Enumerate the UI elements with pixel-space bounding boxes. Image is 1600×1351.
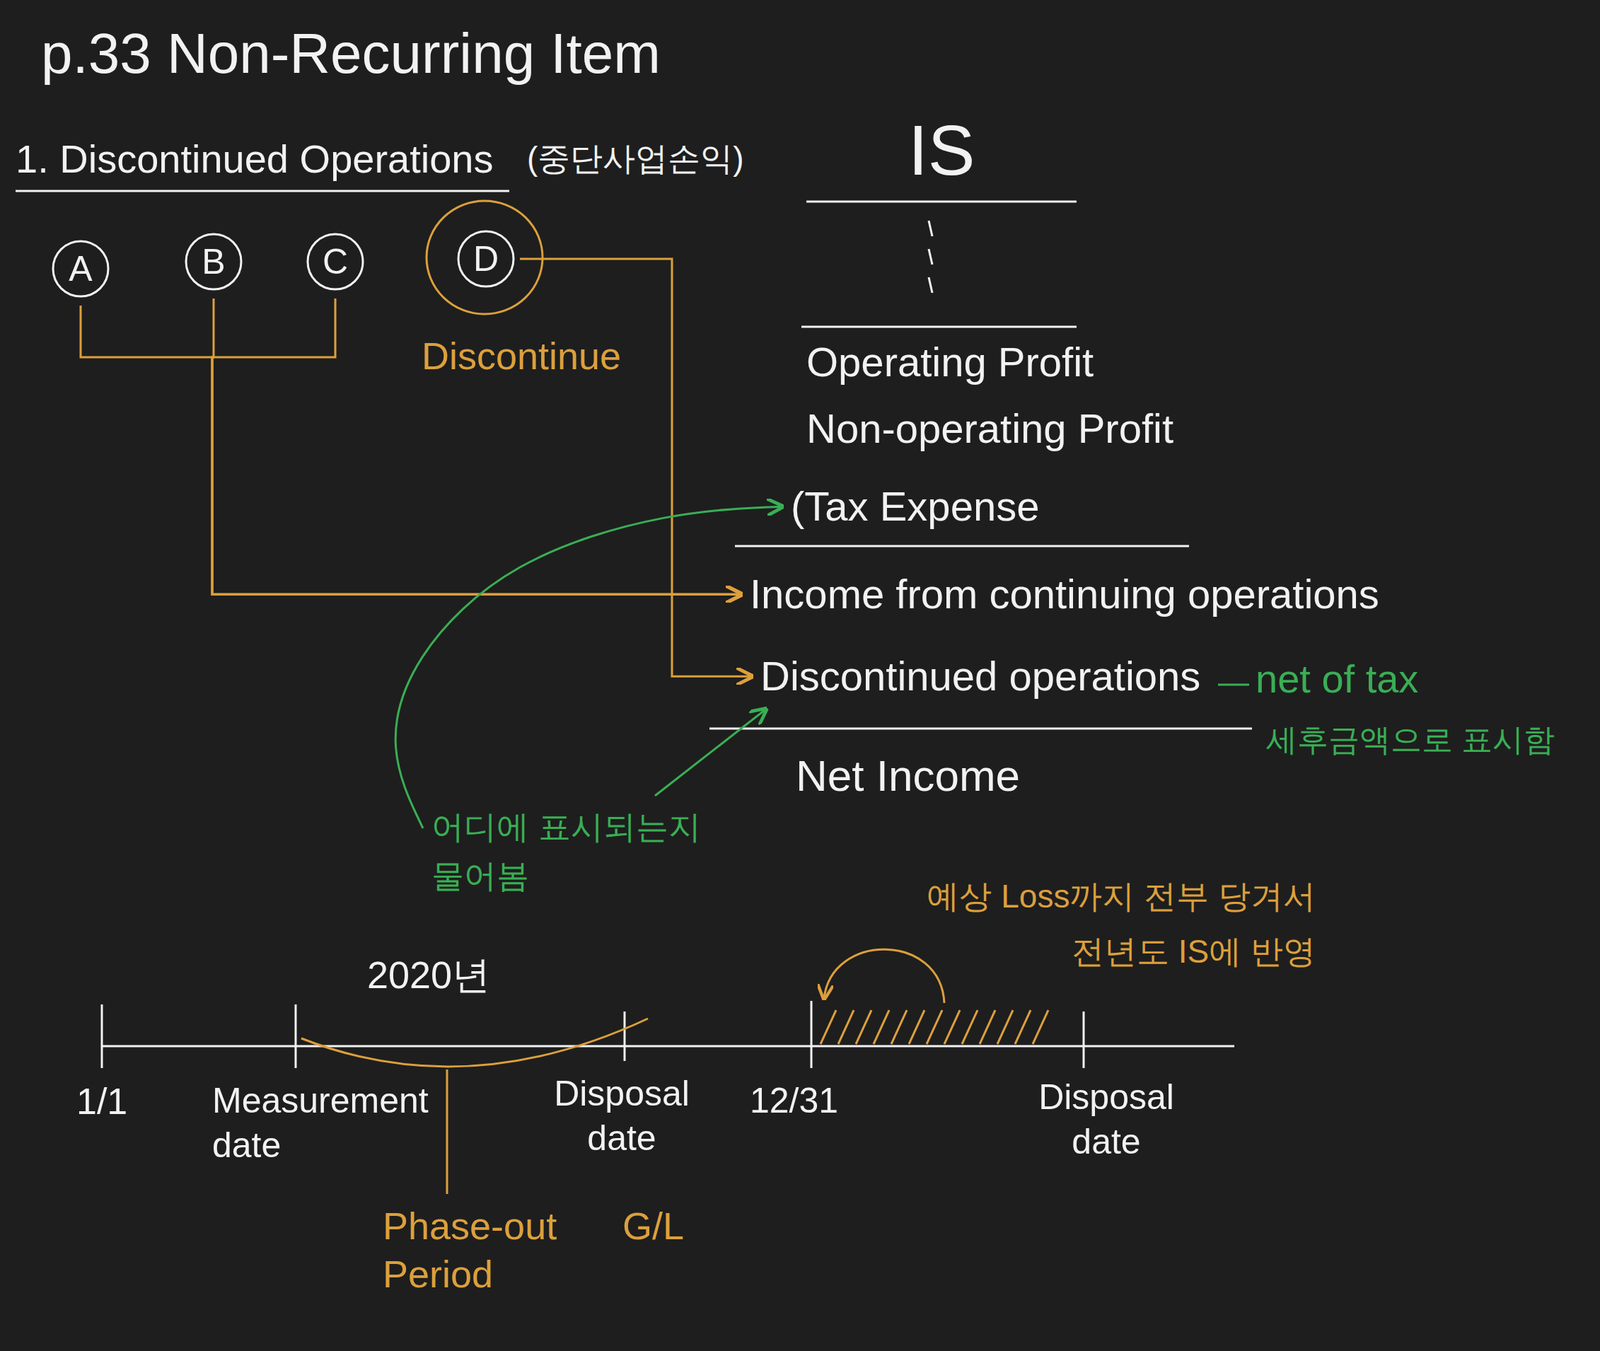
statement-line: Net Income — [795, 748, 1020, 804]
annotation: Discontinue — [421, 332, 622, 381]
timeline-tick — [1082, 1011, 1086, 1069]
node-text: (Tax Expense — [790, 480, 1040, 533]
timeline-tick — [101, 1004, 104, 1069]
circle-outline — [53, 241, 109, 297]
node-text: A — [68, 246, 92, 292]
segment-circle: A — [50, 239, 111, 299]
year-label: 2020년 — [367, 951, 491, 1000]
section-heading: 1. Discontinued Operations — [15, 134, 494, 184]
heading-underline — [15, 190, 510, 193]
timeline-tick — [294, 1004, 298, 1069]
connector — [212, 298, 742, 595]
note: 세후금액으로 표시함 — [1266, 720, 1555, 759]
ellipsis-mark — [928, 248, 933, 265]
statement-line: Operating Profit — [806, 336, 1094, 389]
note: net of tax — [1255, 654, 1419, 704]
korean-term: (중단사업손익) — [526, 138, 745, 180]
connector — [654, 709, 767, 797]
timeline-tick — [623, 1011, 626, 1062]
statement-rule — [734, 545, 1190, 548]
statement-rule — [709, 727, 1252, 730]
connector — [519, 258, 752, 677]
question-note: 어디에 표시되는지 물어봄 — [428, 800, 740, 904]
statement-line: Non-operating Profit — [806, 403, 1174, 455]
note-dash — [1218, 683, 1250, 687]
note: 예상 Loss까지 전부 당겨서 전년도 IS에 반영 — [891, 868, 1316, 979]
timeline-axis — [101, 1045, 1235, 1048]
page-title: p.33 Non-Recurring Item — [41, 18, 661, 90]
statement-line: (Tax Expense — [787, 478, 1042, 536]
connector — [80, 305, 742, 595]
statement-rule — [806, 200, 1077, 204]
node-text: Discontinued operations — [760, 650, 1201, 703]
connector — [212, 298, 742, 595]
brace-leader — [446, 1069, 449, 1194]
pull-back-arrow — [824, 949, 945, 1004]
connector — [395, 506, 783, 829]
hatch-area — [820, 1010, 1049, 1045]
statement-title: IS — [908, 106, 975, 195]
statement-line: Discontinued operations — [757, 647, 1204, 706]
node-text: 어디에 표시되는지 물어봄 — [431, 802, 738, 901]
ellipsis-mark — [928, 220, 933, 237]
timeline-label: Disposal date — [551, 1071, 693, 1161]
statement-rule — [801, 326, 1077, 329]
segment-circle: D — [456, 229, 516, 289]
segment-circle: B — [183, 232, 244, 292]
node-text: D — [473, 236, 499, 282]
timeline-tick — [810, 1000, 813, 1069]
timeline-label: 12/31 — [749, 1078, 839, 1124]
gain-loss-label: G/L — [622, 1202, 684, 1251]
circle-outline — [458, 231, 514, 287]
timeline-label: Disposal date — [1035, 1075, 1178, 1164]
circle-outline — [307, 234, 363, 290]
timeline-label: 1/1 — [76, 1078, 128, 1125]
node-text: B — [201, 239, 225, 285]
ellipsis-mark — [928, 277, 933, 293]
node-text: C — [322, 239, 349, 285]
segment-circle: C — [305, 232, 365, 292]
node-text: Income from continuing operations — [749, 568, 1380, 621]
period-brace — [301, 1018, 648, 1067]
timeline-label: Measurement date — [212, 1078, 446, 1168]
period-label: Phase-out Period — [382, 1202, 571, 1298]
highlight-ring — [426, 200, 543, 315]
circle-outline — [186, 234, 242, 290]
statement-line: Income from continuing operations — [746, 565, 1383, 624]
